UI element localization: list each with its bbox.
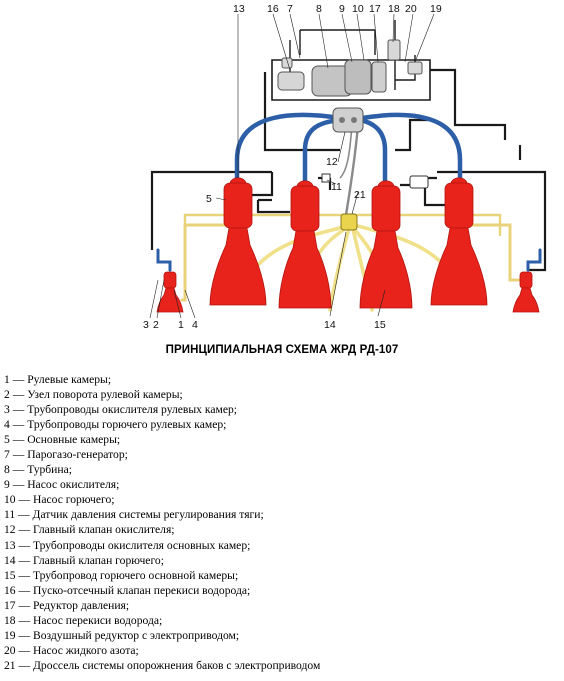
main-chamber-3	[359, 180, 413, 309]
legend-item: 2 — Узел поворота рулевой камеры;	[4, 388, 183, 402]
legend-item: 17 — Редуктор давления;	[4, 598, 130, 612]
steering-chamber-left	[156, 271, 184, 313]
main-oxidizer-valve	[332, 107, 364, 133]
number-labels: 13 16 7 8 9 10 17 18 20 19 5 12 11 21 3 …	[143, 3, 442, 331]
label-21: 21	[354, 189, 366, 201]
label-19: 19	[430, 3, 442, 15]
oxidizer-pump	[344, 59, 372, 95]
throttle-valve	[409, 175, 429, 189]
legend-item: 20 — Насос жидкого азота;	[4, 643, 139, 657]
label-1: 1	[178, 319, 184, 331]
legend-list: 1 — Рулевые камеры; 2 — Узел поворота ру…	[4, 372, 320, 673]
hydrogen-peroxide-pump	[387, 39, 401, 61]
steering-chambers	[156, 271, 540, 313]
main-chamber-1	[209, 177, 267, 306]
turbopump-assembly	[277, 39, 429, 189]
label-4: 4	[192, 319, 198, 331]
legend-item: 13 — Трубопроводы окислителя основных ка…	[4, 538, 251, 552]
label-11: 11	[331, 181, 342, 193]
label-2: 2	[153, 319, 159, 331]
label-15: 15	[374, 319, 386, 331]
legend-item: 21 — Дроссель системы опорожнения баков …	[4, 658, 321, 672]
legend-item: 10 — Насос горючего;	[4, 493, 115, 507]
gas-generator	[277, 71, 305, 91]
legend-item: 12 — Главный клапан окислителя;	[4, 523, 175, 537]
legend-item: 3 — Трубопроводы окислителя рулевых каме…	[4, 403, 237, 417]
label-13: 13	[233, 3, 245, 15]
legend-item: 11 — Датчик давления системы регулирован…	[4, 508, 264, 522]
legend-item: 16 — Пуско-отсечный клапан перекиси водо…	[4, 583, 251, 597]
legend-item: 7 — Парогазо-генератор;	[4, 448, 128, 462]
legend-item: 5 — Основные камеры;	[4, 433, 121, 447]
legend-item: 1 — Рулевые камеры;	[4, 373, 112, 386]
label-17: 17	[369, 3, 381, 15]
label-16: 16	[267, 3, 279, 15]
leader-lines	[149, 13, 435, 319]
label-5: 5	[206, 193, 212, 205]
label-7: 7	[287, 3, 293, 15]
legend-item: 19 — Воздушный редуктор с электроприводо…	[4, 628, 240, 642]
legend-item: 8 — Турбина;	[4, 463, 72, 477]
legend-item: 14 — Главный клапан горючего;	[4, 553, 164, 567]
air-reducer	[407, 61, 423, 75]
label-12: 12	[326, 156, 338, 168]
legend-item: 9 — Насос окислителя;	[4, 478, 120, 492]
label-8: 8	[316, 3, 322, 15]
rd107-schematic: 13 16 7 8 9 10 17 18 20 19 5 12 11 21 3 …	[143, 3, 547, 331]
start-valve	[281, 57, 293, 69]
legend-item: 4 — Трубопроводы горючего рулевых камер;	[4, 418, 227, 432]
black-pipelines	[150, 20, 547, 272]
label-14: 14	[324, 319, 336, 331]
steering-chamber-right	[512, 271, 540, 313]
main-chamber-2	[278, 180, 332, 309]
label-18: 18	[388, 3, 400, 15]
fuel-pump	[371, 61, 387, 93]
main-chamber-4	[430, 177, 488, 306]
legend-item: 18 — Насос перекиси водорода;	[4, 613, 163, 627]
label-20: 20	[405, 3, 417, 15]
label-3: 3	[143, 319, 149, 331]
label-9: 9	[339, 3, 345, 15]
label-10: 10	[352, 3, 364, 15]
diagram-caption: ПРИНЦИПИАЛЬНАЯ СХЕМА ЖРД РД-107	[165, 344, 399, 356]
main-chambers	[209, 177, 488, 309]
pressure-sensor	[321, 173, 331, 183]
main-fuel-valve	[340, 213, 358, 231]
legend-item: 15 — Трубопровод горючего основной камер…	[4, 568, 239, 582]
